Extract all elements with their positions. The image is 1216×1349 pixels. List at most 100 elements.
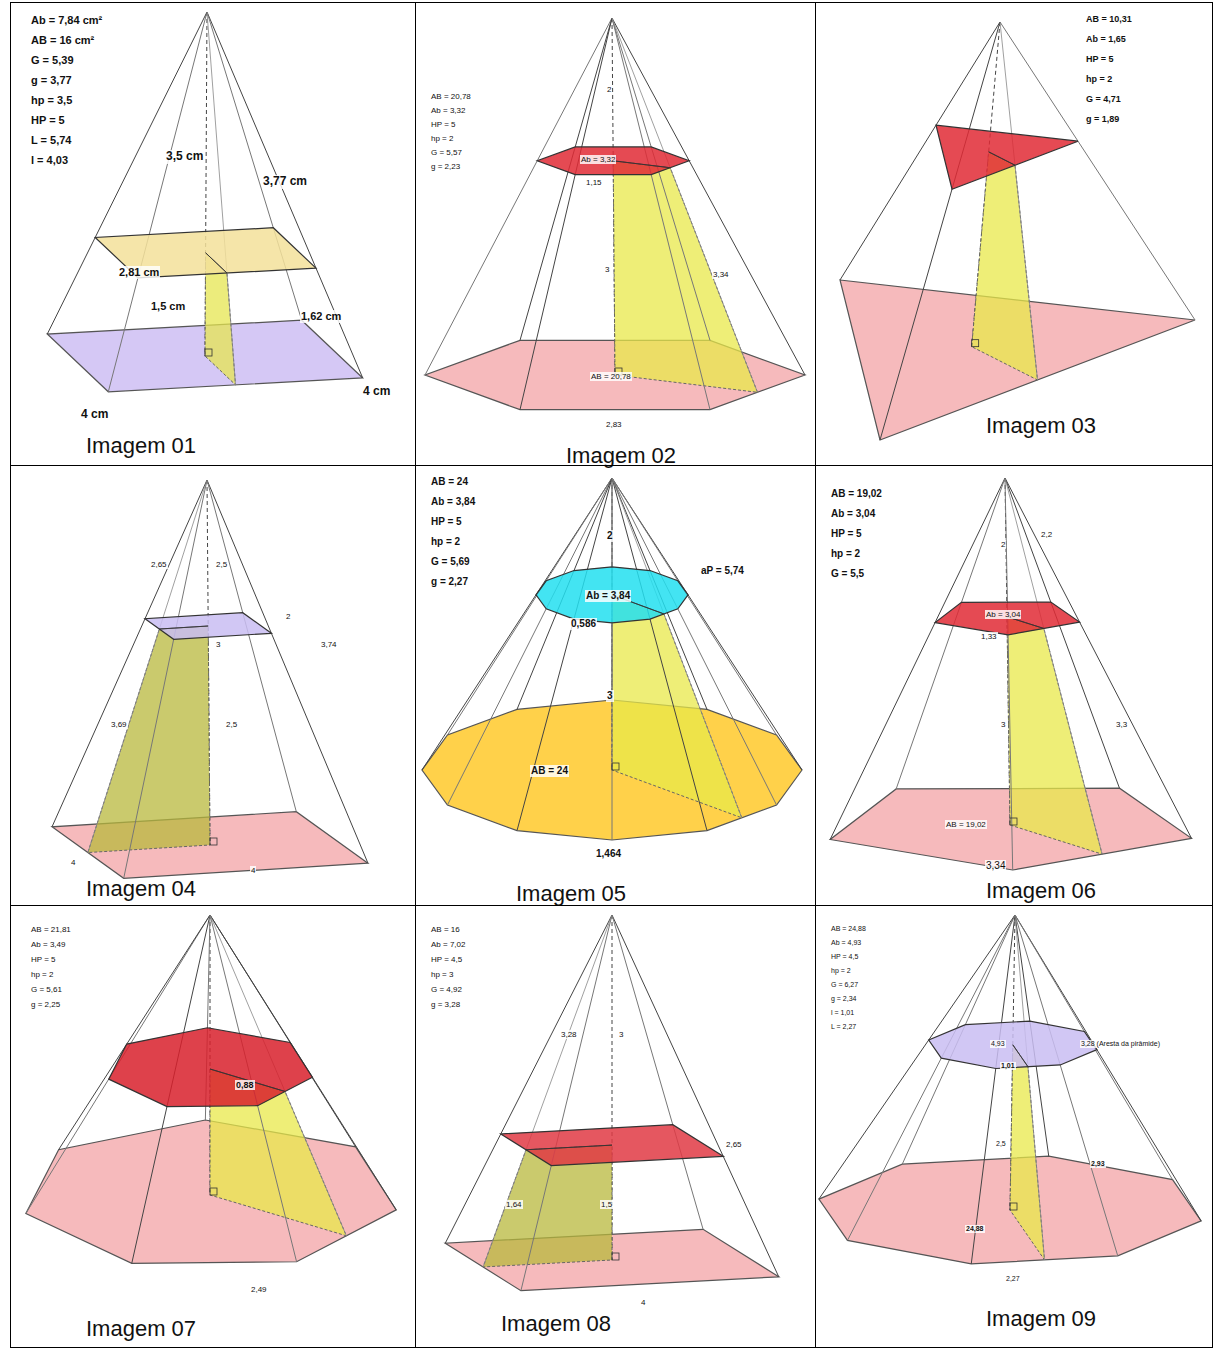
apothem <box>207 12 236 385</box>
figure-panel: Imagem 08 <box>415 905 816 1348</box>
measure-label: 1,15 <box>585 178 603 187</box>
pyramid <box>830 478 1191 870</box>
pyramid <box>819 915 1201 1264</box>
measure-label: HP = 4,5 <box>430 955 463 964</box>
measure-label: 2,83 <box>605 420 623 429</box>
figure-panel: Imagem 04 <box>10 465 416 906</box>
lateral-edge <box>445 915 612 1243</box>
figure-panel: Imagem 03 <box>815 2 1213 466</box>
pyramid <box>26 915 396 1263</box>
measure-label: 3,5 cm <box>165 150 204 164</box>
trapezoid-section <box>972 152 1038 380</box>
measure-label: 3 <box>1000 720 1006 729</box>
measure-label: Ab = 7,84 cm² <box>30 14 103 27</box>
figure-panel: Imagem 02 <box>415 2 816 466</box>
measure-label: g = 1,89 <box>1085 114 1120 124</box>
measure-label: HP = 5 <box>830 528 863 540</box>
measure-label: 2,5 <box>225 720 238 729</box>
right-angle-mark <box>612 763 619 770</box>
apothem <box>1000 22 1038 380</box>
measure-label: 3,74 <box>320 640 338 649</box>
measure-label: G = 4,71 <box>1085 94 1122 104</box>
figure-caption: Imagem 09 <box>986 1306 1096 1332</box>
pyramid <box>422 478 802 840</box>
lateral-edge <box>425 18 612 375</box>
apothem <box>1015 915 1045 1260</box>
figure-panel: Imagem 07 <box>10 905 416 1348</box>
measure-label: 0,586 <box>570 618 597 630</box>
lateral-edge <box>520 18 612 410</box>
measure-label: g = 3,77 <box>30 74 73 87</box>
measure-label: 3,3 <box>1115 720 1128 729</box>
lateral-edge <box>880 22 1000 440</box>
lateral-edge <box>612 915 779 1277</box>
measure-label: l = 4,03 <box>30 154 69 167</box>
lateral-edge <box>612 18 710 410</box>
lateral-edge <box>210 915 356 1147</box>
measure-label: 1,5 cm <box>150 300 186 313</box>
pyramid <box>47 12 362 392</box>
trapezoid-section <box>1010 1045 1045 1260</box>
right-angle-mark <box>205 349 212 356</box>
measure-label: G = 5,69 <box>430 556 471 568</box>
measure-label: Ab = 3,84 <box>430 496 476 508</box>
measure-label: AB = 24 <box>430 476 469 488</box>
cut-radius <box>526 1145 612 1150</box>
measure-label: 4 <box>250 866 256 875</box>
measure-label: HP = 5 <box>30 955 57 964</box>
measure-label: 1,64 <box>505 1200 523 1209</box>
lateral-edge <box>52 480 207 827</box>
measure-label: AB = 16 cm² <box>30 34 95 47</box>
measure-label: g = 3,28 <box>430 1000 461 1009</box>
measure-label: 2,27 <box>1005 1275 1021 1283</box>
lateral-edge <box>1015 915 1201 1221</box>
measure-label: AB = 19,02 <box>830 488 883 500</box>
measure-label: L = 2,27 <box>830 1023 857 1031</box>
measure-label: 2 <box>1000 540 1006 549</box>
lateral-edge <box>1005 478 1119 788</box>
measure-label: 4,93 <box>990 1040 1006 1048</box>
measure-label: AB = 10,31 <box>1085 14 1133 24</box>
apothem <box>88 480 207 853</box>
measure-label: aP = 5,74 <box>700 565 745 577</box>
measure-label: 3,28 <box>560 1030 578 1039</box>
measure-label: G = 6,27 <box>830 981 859 989</box>
measure-label: 4 <box>70 858 76 867</box>
measure-label: 3,77 cm <box>262 175 308 189</box>
measure-label: HP = 5 <box>430 516 463 528</box>
measure-label: 24,88 <box>965 1225 985 1233</box>
measure-label: 2,5 <box>995 1140 1007 1148</box>
measure-label: 2,81 cm <box>118 266 160 279</box>
measure-label: 2 <box>606 530 614 542</box>
measure-label: g = 2,27 <box>430 576 469 588</box>
measure-label: AB = 24 <box>530 765 569 777</box>
measure-label: AB = 20,78 <box>430 92 472 101</box>
measure-label: 3 <box>606 690 614 702</box>
measure-label: Ab = 7,02 <box>430 940 466 949</box>
measure-label: 4 <box>640 1298 646 1307</box>
figure-caption: Imagem 03 <box>986 413 1096 439</box>
measure-label: hp = 3,5 <box>30 94 73 107</box>
measure-label: Ab = 3,49 <box>30 940 66 949</box>
cut-section <box>536 567 688 623</box>
measure-label: 2,65 <box>725 1140 743 1149</box>
lateral-edge <box>447 478 612 805</box>
measure-label: AB = 19,02 <box>945 820 987 829</box>
cut-radius <box>159 626 208 629</box>
lateral-edge <box>207 480 296 812</box>
measure-label: 3,69 <box>110 720 128 729</box>
right-angle-mark <box>612 1253 619 1260</box>
lateral-edge <box>521 915 612 1291</box>
measure-label: HP = 5 <box>30 114 66 127</box>
pyramid <box>425 18 805 410</box>
figure-caption: Imagem 06 <box>986 878 1096 904</box>
measure-label: 3,34 <box>712 270 730 279</box>
measure-label: 2 <box>285 612 291 621</box>
measure-label: 1,01 <box>1000 1062 1016 1070</box>
apothem <box>483 915 612 1267</box>
measure-label: AB = 21,81 <box>30 925 72 934</box>
measure-label: 3,28 (Aresta da pirâmide) <box>1080 1040 1161 1048</box>
lateral-edge <box>612 18 805 375</box>
measure-label: G = 5,39 <box>30 54 75 67</box>
measure-label: G = 4,92 <box>430 985 463 994</box>
